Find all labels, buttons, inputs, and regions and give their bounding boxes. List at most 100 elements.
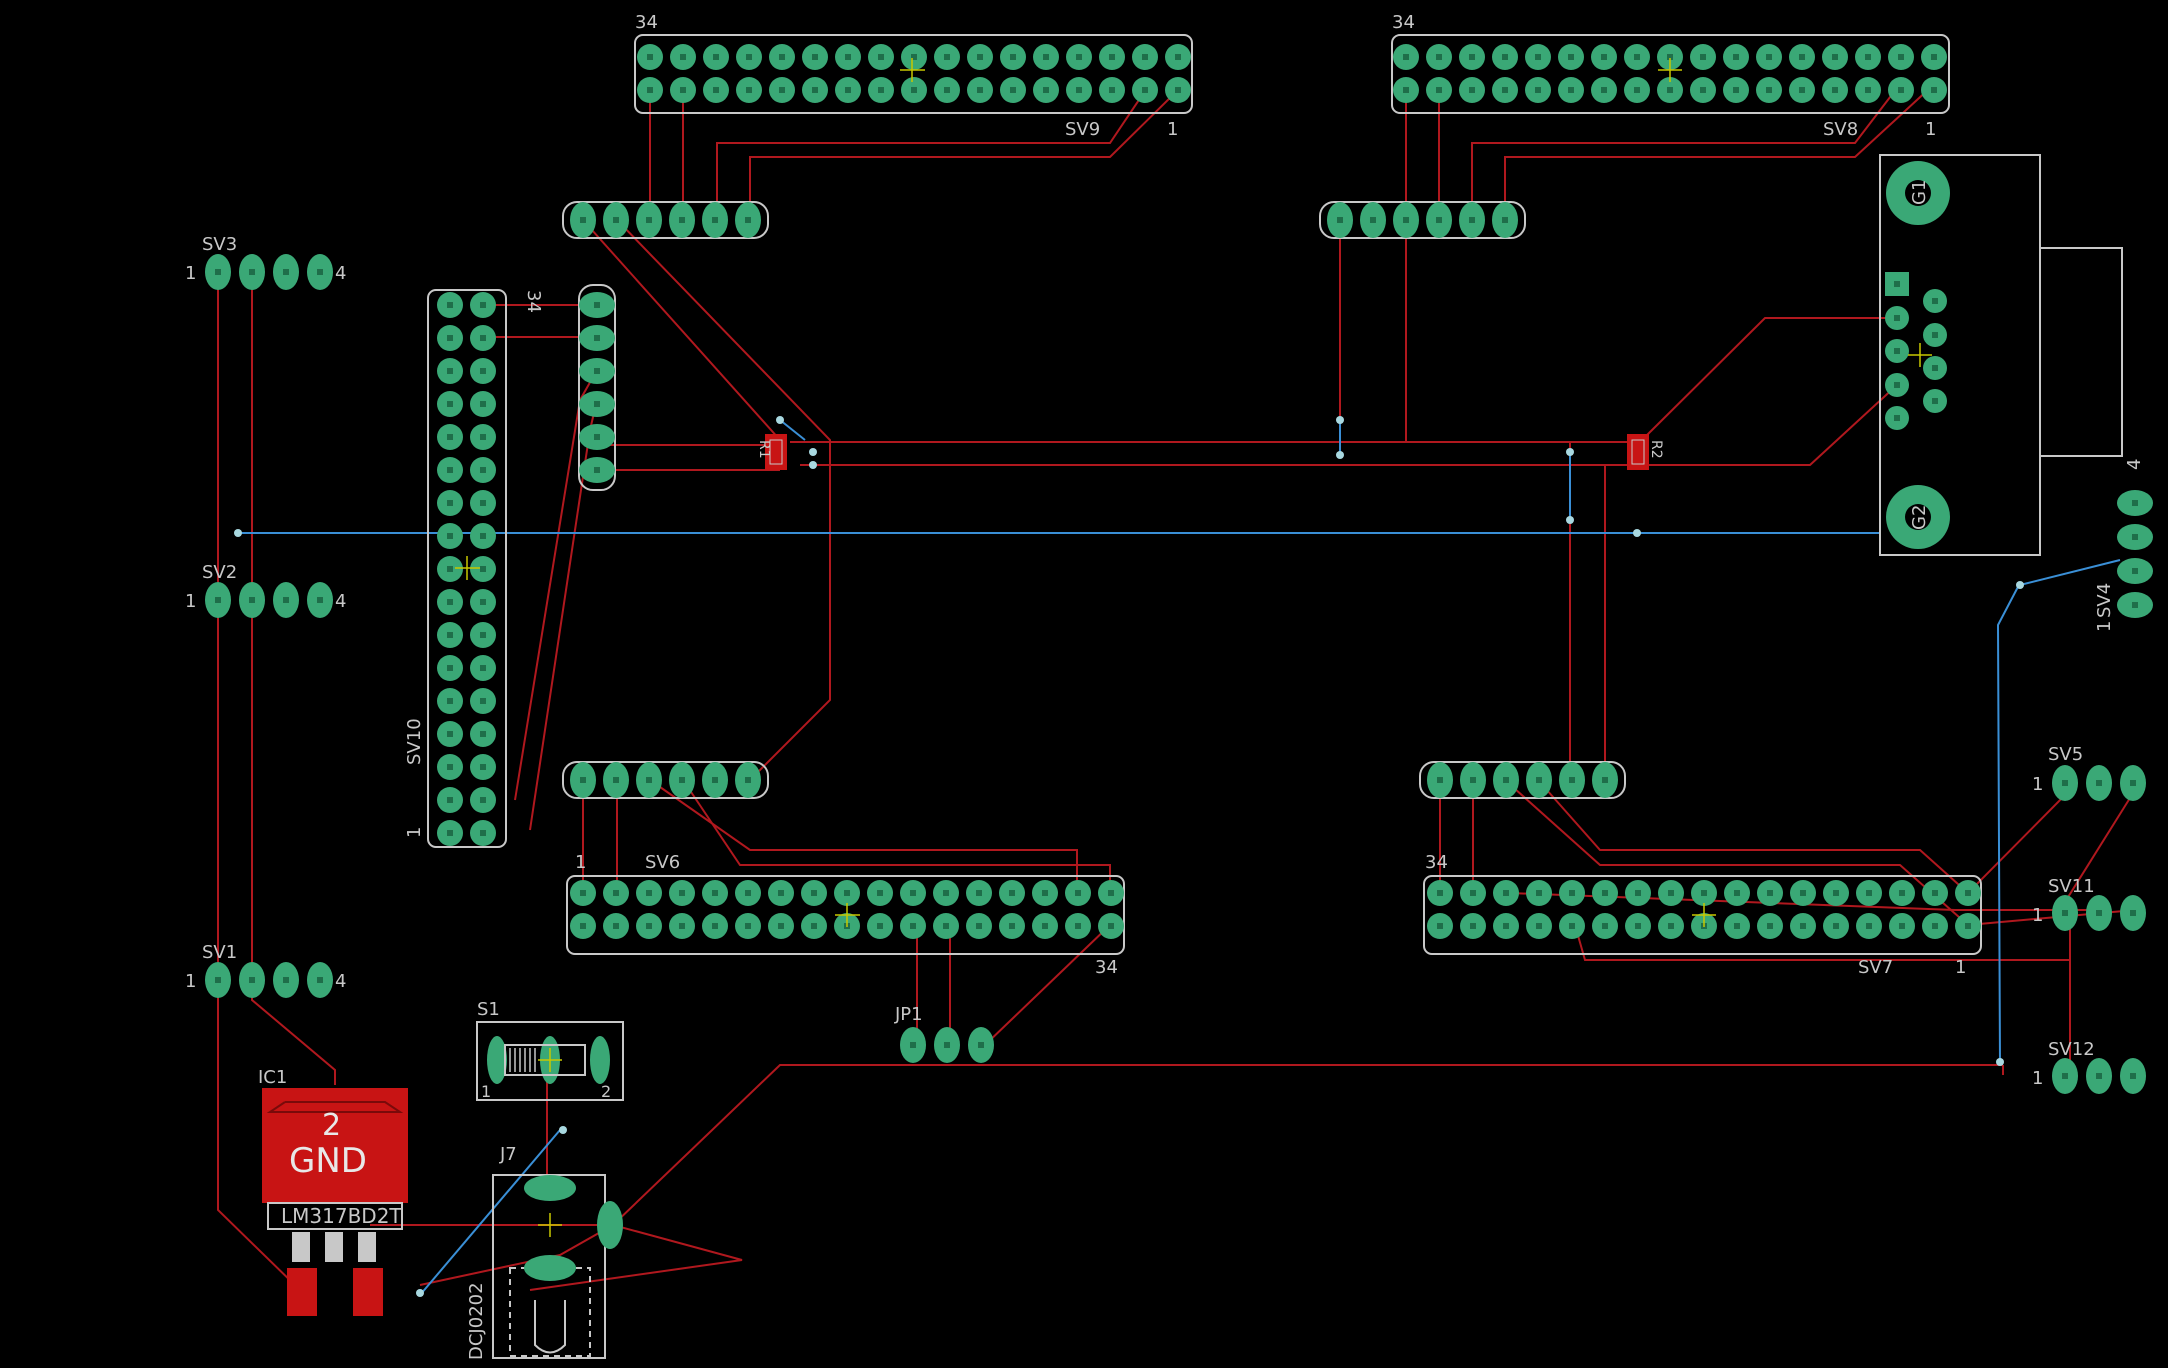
pad-drill: [1503, 890, 1509, 896]
pad-drill: [910, 923, 916, 929]
pad-drill: [1894, 281, 1900, 287]
pad-drill: [447, 335, 453, 341]
resistor-r2[interactable]: R2: [1627, 434, 1664, 470]
regulator-ic1[interactable]: IC1 2 GND LM317BD2T: [258, 1067, 408, 1316]
pad-drill: [283, 977, 289, 983]
pad-drill: [447, 599, 453, 605]
pad-drill: [1370, 217, 1376, 223]
pad-drill: [594, 368, 600, 374]
header-6pin-top-right[interactable]: [1319, 201, 1526, 239]
header-sv7[interactable]: 34 SV7 1: [1423, 852, 1982, 978]
pad-drill: [480, 467, 486, 473]
pad-drill: [215, 977, 221, 983]
pad-drill: [712, 777, 718, 783]
pad-drill: [1866, 890, 1872, 896]
sv7-pin1-label: 1: [1955, 957, 1966, 978]
pad-drill: [1568, 54, 1574, 60]
pad-drill: [910, 890, 916, 896]
sv12-name-label: SV12: [2048, 1039, 2095, 1060]
header-sv9[interactable]: 34 SV9 1: [634, 12, 1193, 140]
pad-drill: [978, 1042, 984, 1048]
pad-drill: [1009, 923, 1015, 929]
pad-drill: [2132, 602, 2138, 608]
pad-drill: [1733, 54, 1739, 60]
pad-drill: [811, 890, 817, 896]
pad-drill: [317, 597, 323, 603]
sv9-pin1-label: 1: [1167, 119, 1178, 140]
pad-drill: [447, 698, 453, 704]
pad-drill: [1536, 777, 1542, 783]
pad-drill: [977, 87, 983, 93]
dc-jack-j7[interactable]: J7 DCJ0202: [466, 1144, 623, 1360]
sv4-pin1-label: 1: [2094, 621, 2115, 632]
pad-drill: [580, 777, 586, 783]
pad-drill: [1535, 87, 1541, 93]
pad-drill: [1108, 923, 1114, 929]
pad-drill: [2096, 780, 2102, 786]
ic1-name-label: IC1: [258, 1067, 287, 1088]
header-sv5[interactable]: SV5 1: [2032, 744, 2146, 801]
pad-drill: [2062, 910, 2068, 916]
pad-drill: [679, 923, 685, 929]
vias: [234, 416, 2024, 1297]
pad-drill: [647, 54, 653, 60]
pad-drill: [1766, 54, 1772, 60]
pad-drill: [1767, 890, 1773, 896]
s1-pin1-label: 1: [481, 1082, 491, 1101]
header-sv3[interactable]: SV3 1 4: [185, 234, 346, 290]
pad-drill: [1799, 54, 1805, 60]
pad-drill: [878, 54, 884, 60]
db9-connector[interactable]: G1 G2: [1879, 154, 2123, 556]
header-sv6[interactable]: 1 SV6 34: [566, 852, 1125, 978]
header-sv11[interactable]: SV11 1: [2032, 876, 2146, 931]
header-outline: [562, 201, 769, 239]
pad-drill: [844, 890, 850, 896]
header-outline: [1419, 761, 1626, 799]
pad-drill: [1700, 87, 1706, 93]
r2-name-label: R2: [1648, 440, 1664, 459]
pad-drill: [1733, 87, 1739, 93]
pad-drill: [1536, 923, 1542, 929]
header-6pin-top-left[interactable]: [562, 201, 769, 239]
header-sv2[interactable]: SV2 1 4: [185, 562, 346, 618]
switch-s1[interactable]: S1 1 2: [476, 999, 624, 1101]
sv3-pin1-label: 1: [185, 263, 196, 284]
pad-drill: [1602, 923, 1608, 929]
sv2-pin1-label: 1: [185, 591, 196, 612]
r1-name-label: R1: [756, 440, 772, 459]
sv5-name-label: SV5: [2048, 744, 2083, 765]
s1-pin2-label: 2: [601, 1082, 611, 1101]
header-sv1[interactable]: SV1 1 4: [185, 942, 346, 998]
header-outline: [1319, 201, 1526, 239]
pad-drill: [1965, 923, 1971, 929]
pad-drill: [1569, 923, 1575, 929]
sv7-pin34-label: 34: [1425, 852, 1448, 873]
pad-drill: [1894, 348, 1900, 354]
pad-drill: [1734, 923, 1740, 929]
resistor-r1[interactable]: R1: [756, 434, 787, 470]
sv4-pin4-label: 4: [2124, 459, 2145, 470]
pad-drill: [447, 434, 453, 440]
pad-drill: [1894, 315, 1900, 321]
header-sv4[interactable]: SV4 1 4: [2094, 459, 2153, 632]
header-j4[interactable]: [578, 284, 616, 491]
sv7-name-label: SV7: [1858, 957, 1893, 978]
sv3-pin4-label: 4: [335, 263, 346, 284]
pad-drill: [779, 87, 785, 93]
jp1-name-label: JP1: [894, 1004, 923, 1025]
pad-drill: [812, 87, 818, 93]
header-sv8[interactable]: 34 SV8 1: [1391, 12, 1950, 140]
ic1-tab-pin-label: 2: [322, 1108, 341, 1143]
jumper-jp1[interactable]: JP1: [894, 1004, 994, 1063]
header-6pin-bottom-right[interactable]: [1419, 761, 1626, 799]
pad-drill: [1634, 54, 1640, 60]
header-6pin-bottom-left[interactable]: [562, 761, 769, 799]
pad-drill: [1010, 54, 1016, 60]
pad-drill: [1403, 87, 1409, 93]
header-sv10[interactable]: SV10 1 34: [404, 289, 544, 848]
pad-drill: [1667, 87, 1673, 93]
sv8-name-label: SV8: [1823, 119, 1858, 140]
header-sv12[interactable]: SV12 1: [2032, 1039, 2146, 1094]
pad-drill: [1668, 923, 1674, 929]
